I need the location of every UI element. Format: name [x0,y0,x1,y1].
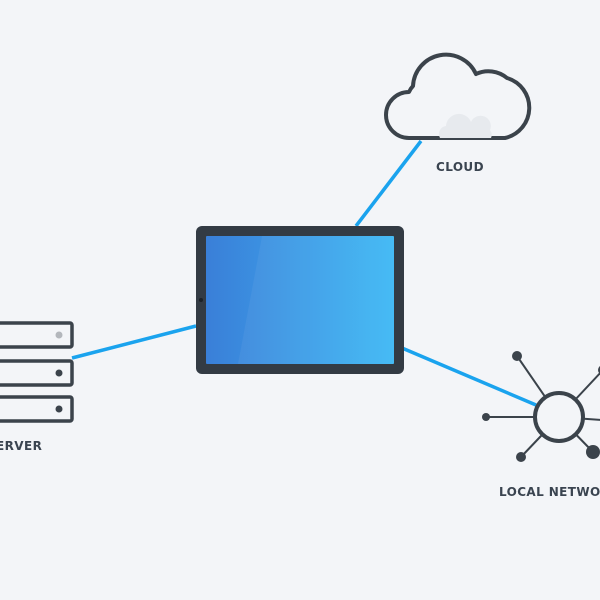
link-tablet-cloud [354,139,423,228]
server-rack-icon [0,321,74,423]
small-cloud-icon [438,113,492,138]
network-node-1 [512,351,522,361]
tablet-screen [206,236,394,364]
link-tablet-network [401,346,537,407]
tablet-screen-glare [238,236,394,364]
server-led-2 [55,369,63,377]
local-network-label: LOCAL NETWORK [499,485,600,499]
network-node-3 [516,452,526,462]
server-unit-2 [0,359,74,387]
network-hub-icon [482,351,600,462]
network-node-2 [482,413,490,421]
server-unit-3 [0,395,74,423]
server-unit-1 [0,321,74,349]
cloud-icon [384,52,532,140]
tablet-icon [196,226,404,374]
tablet-camera [199,298,203,302]
server-led-3 [55,405,63,413]
server-led-1 [55,331,63,339]
connections [71,139,537,407]
cloud-label: CLOUD [436,160,484,174]
network-hub-circle [533,391,585,443]
network-node-5 [586,445,600,459]
server-label: SERVER [0,439,43,453]
link-tablet-server [71,324,197,360]
